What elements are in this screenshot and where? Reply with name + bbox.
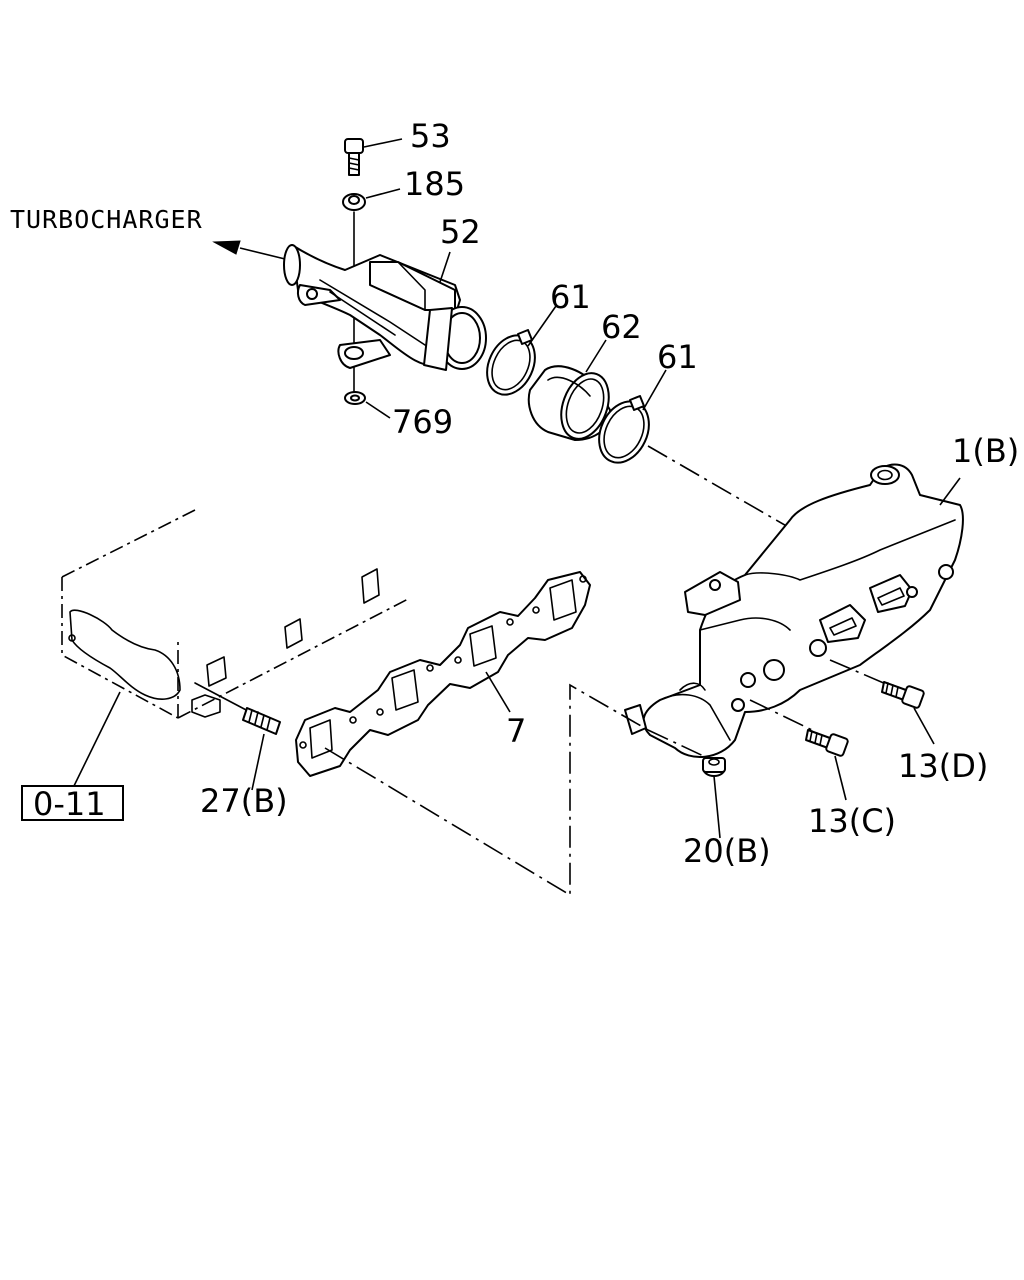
leader-53	[363, 138, 403, 148]
bolt-13c	[805, 729, 849, 757]
cylinder-head-outline	[61, 509, 411, 719]
bolt-53	[344, 138, 364, 176]
stud-axis-line	[194, 682, 251, 713]
leader-13d	[913, 707, 935, 745]
stud-27b	[242, 707, 281, 735]
callout-27b: 27(B)	[200, 782, 288, 820]
leader-62	[585, 339, 607, 373]
leader-61-lower	[642, 369, 667, 411]
clamp-61-lower	[598, 395, 650, 464]
clamp-61-upper	[486, 329, 536, 396]
turbocharger-direction-label: TURBOCHARGER	[10, 205, 203, 234]
reference-box-0-11	[21, 785, 124, 821]
turbocharger-arrow	[212, 240, 286, 260]
assembly-axis-lower	[324, 683, 649, 897]
leader-27b	[251, 733, 265, 791]
callout-185: 185	[404, 165, 465, 203]
bolt-13c-axis-line	[749, 699, 813, 731]
leader-0-11	[71, 691, 121, 791]
leader-769	[365, 401, 391, 419]
bolt-13d-axis-line	[829, 659, 887, 685]
callout-62: 62	[601, 308, 642, 346]
nut-20b	[702, 757, 726, 777]
washer-769	[344, 391, 366, 405]
reference-label-0-11: 0-11	[33, 785, 106, 823]
leader-7	[485, 671, 511, 713]
callout-61-lower: 61	[657, 338, 698, 376]
bolt-13d	[881, 681, 925, 709]
callout-13d: 13(D)	[898, 747, 988, 785]
exhaust-pipe-52	[283, 244, 487, 371]
callout-13c: 13(C)	[808, 802, 896, 840]
leader-1b	[939, 477, 961, 506]
leader-61-upper	[527, 305, 557, 347]
callout-52: 52	[440, 213, 481, 251]
nut-axis-line	[647, 729, 713, 761]
gasket-7	[295, 571, 591, 777]
callout-7: 7	[506, 712, 526, 750]
callout-1b: 1(B)	[952, 432, 1019, 470]
sleeve-62	[527, 365, 612, 441]
leader-52	[439, 251, 451, 283]
callout-20b: 20(B)	[683, 832, 771, 870]
callout-769: 769	[392, 403, 453, 441]
assembly-axis-upper	[647, 445, 791, 529]
callout-61-upper: 61	[550, 278, 591, 316]
leader-20b	[713, 775, 721, 839]
exhaust-manifold-1b	[624, 463, 964, 759]
leader-13c	[834, 755, 847, 801]
callout-53: 53	[410, 117, 451, 155]
washer-185	[342, 193, 366, 211]
leader-185	[365, 188, 401, 199]
